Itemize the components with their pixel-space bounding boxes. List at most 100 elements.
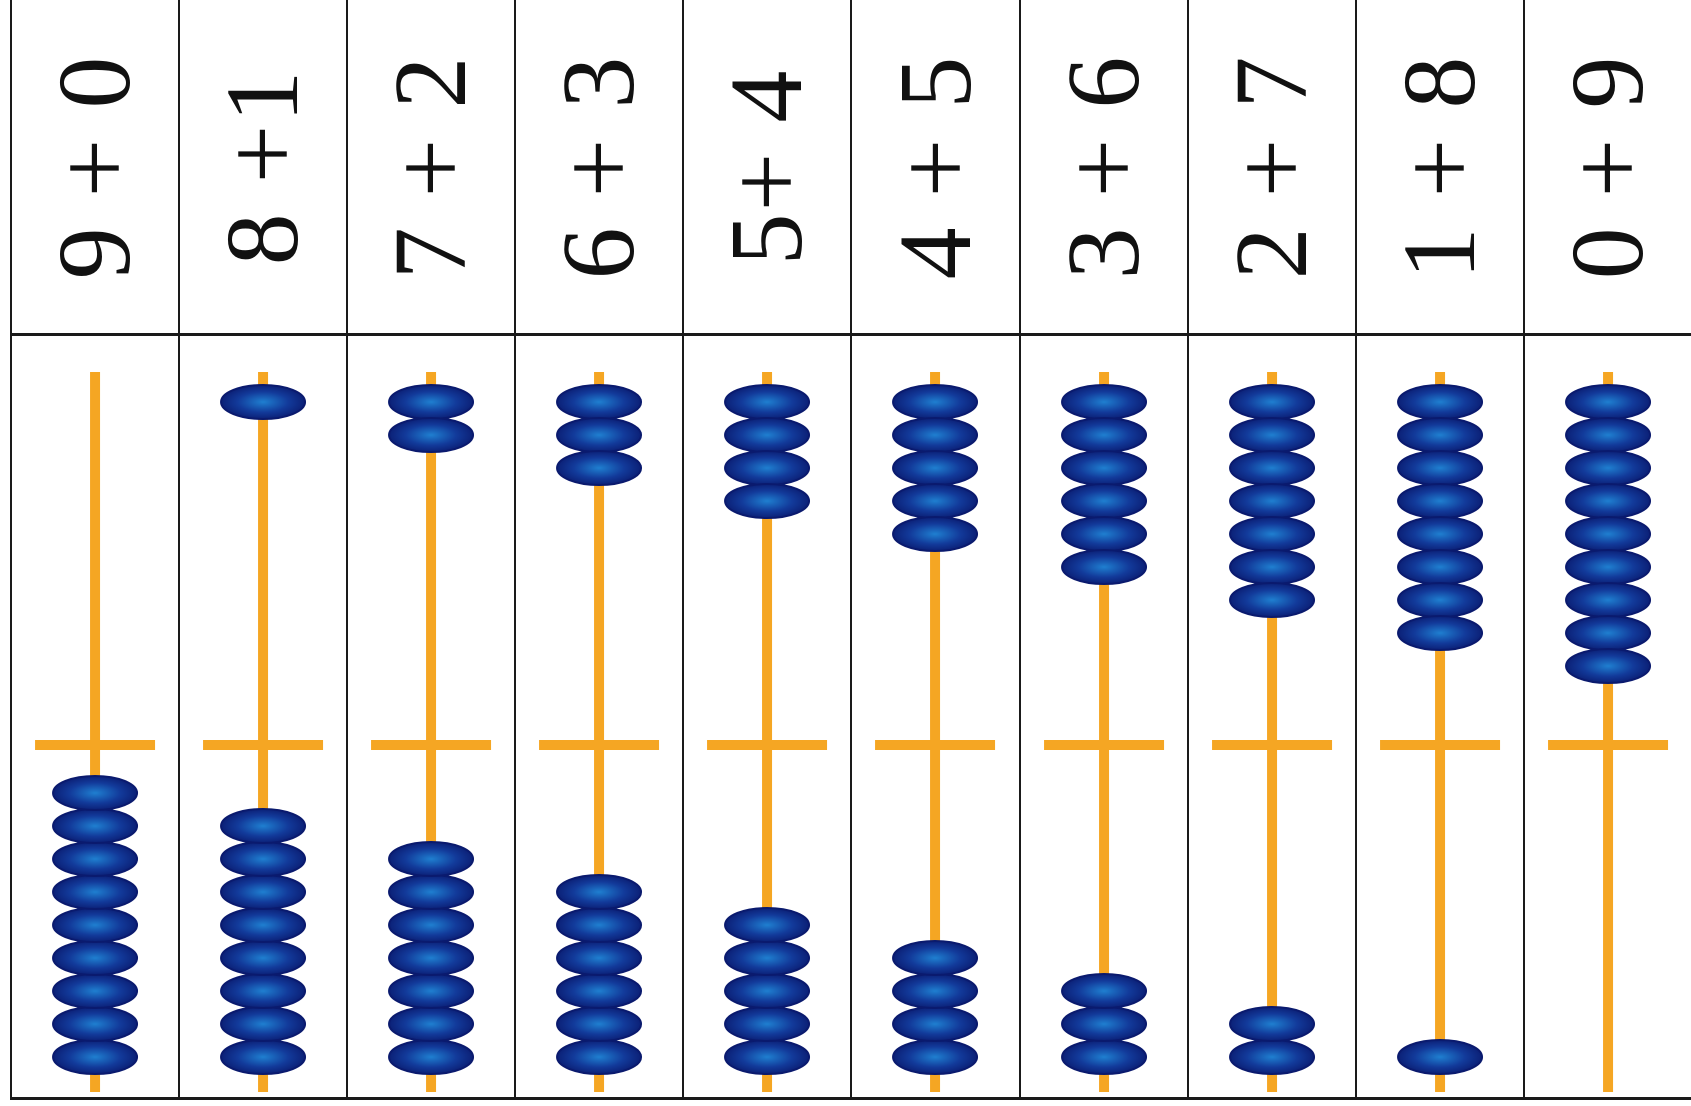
equation-cell: 8 +1 [180,0,346,336]
bead-upper [894,418,978,452]
bead-lower [557,1007,641,1041]
bead-upper [1566,484,1650,518]
bead-upper [1398,616,1482,650]
bead-upper [1230,517,1314,551]
bead-upper [725,385,809,419]
bead-upper [1062,484,1146,518]
bead-lower [53,809,137,843]
equation-cell: 5+ 4 [684,0,850,336]
bead-lower [389,941,473,975]
equation-label: 8 +1 [211,68,315,265]
equation-label: 7 + 2 [379,54,483,279]
bead-lower [557,941,641,975]
bead-upper [1230,385,1314,419]
bead-lower [389,908,473,942]
bead-lower [221,1007,305,1041]
bead-lower [53,842,137,876]
column-4-plus-5: 4 + 5 [852,0,1020,1097]
bead-upper [1566,616,1650,650]
bead-lower [389,974,473,1008]
bead-upper [1230,451,1314,485]
bead-upper [1566,517,1650,551]
bead-lower [53,776,137,810]
bead-upper [1230,418,1314,452]
bead-upper [389,385,473,419]
equation-cell: 4 + 5 [852,0,1018,336]
bead-upper [1398,550,1482,584]
bead-upper [1062,451,1146,485]
column-1-plus-8: 1 + 8 [1357,0,1525,1097]
bead-lower [53,875,137,909]
bead-upper [725,484,809,518]
bead-upper [1062,550,1146,584]
bead-lower [389,842,473,876]
bead-lower [53,941,137,975]
bead-lower [1062,1007,1146,1041]
bead-upper [1062,385,1146,419]
equation-cell: 0 + 9 [1525,0,1691,336]
abacus-grid: 9 + 0 8 +1 7 + 2 6 + 3 5+ 4 [10,0,1691,1100]
bead-lower [894,974,978,1008]
bead-lower [221,1040,305,1074]
bead-lower [389,1007,473,1041]
bead-upper [725,451,809,485]
bead-lower [1398,1040,1482,1074]
column-7-plus-2: 7 + 2 [348,0,516,1097]
bead-upper [1230,583,1314,617]
column-9-plus-0: 9 + 0 [12,0,180,1097]
bead-lower [557,974,641,1008]
bead-lower [725,1007,809,1041]
bead-upper [1230,550,1314,584]
bead-upper [1566,583,1650,617]
column-6-plus-3: 6 + 3 [516,0,684,1097]
bead-lower [53,1007,137,1041]
bead-upper [1398,418,1482,452]
bead-upper [725,418,809,452]
bead-lower [1230,1040,1314,1074]
bead-upper [894,517,978,551]
equation-cell: 1 + 8 [1357,0,1523,336]
bead-upper [1566,550,1650,584]
bead-lower [221,974,305,1008]
equation-label: 0 + 9 [1556,54,1660,279]
equation-cell: 2 + 7 [1189,0,1355,336]
equation-label: 9 + 0 [43,54,147,279]
column-5-plus-4: 5+ 4 [684,0,852,1097]
left-margin [0,0,10,1106]
bead-lower [894,1007,978,1041]
bead-upper [1566,385,1650,419]
bead-upper [1398,451,1482,485]
bead-upper [894,385,978,419]
equation-label: 5+ 4 [715,68,819,265]
bead-upper [1566,451,1650,485]
bead-lower [557,908,641,942]
bead-upper [1062,418,1146,452]
equation-label: 3 + 6 [1052,54,1156,279]
equation-label: 4 + 5 [884,54,988,279]
bead-lower [725,941,809,975]
column-2-plus-7: 2 + 7 [1189,0,1357,1097]
bead-lower [725,1040,809,1074]
bead-upper [1566,418,1650,452]
bead-lower [1230,1007,1314,1041]
equation-label: 6 + 3 [547,54,651,279]
bead-upper [894,484,978,518]
bead-upper [389,418,473,452]
bead-upper [557,451,641,485]
bead-upper [1398,517,1482,551]
equation-cell: 7 + 2 [348,0,514,336]
bead-lower [221,875,305,909]
column-0-plus-9: 0 + 9 [1525,0,1691,1097]
bead-upper [1062,517,1146,551]
bead-lower [1062,1040,1146,1074]
bead-upper [557,418,641,452]
equation-cell: 3 + 6 [1021,0,1187,336]
bead-lower [53,974,137,1008]
bead-lower [1062,974,1146,1008]
bead-upper [1398,484,1482,518]
bead-upper [894,451,978,485]
bead-lower [221,809,305,843]
bead-lower [389,875,473,909]
bead-lower [557,875,641,909]
bead-upper [221,385,305,419]
